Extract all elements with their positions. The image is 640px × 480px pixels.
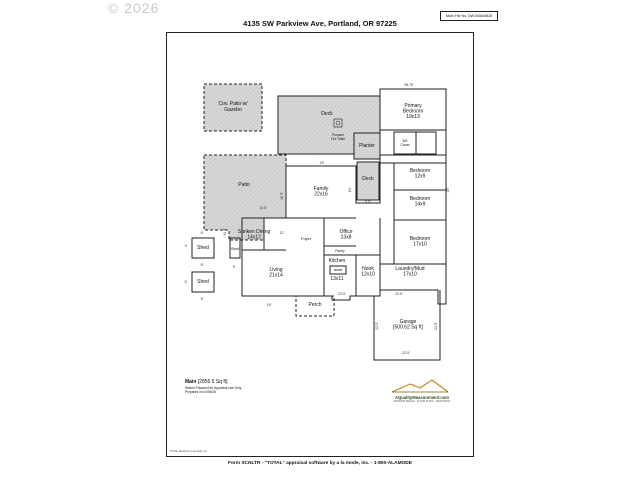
form-footer: Form SCNLTR - "TOTAL" appraisal software… [228, 461, 412, 466]
shed-1-outline [191, 237, 215, 259]
patio-area [203, 154, 287, 241]
house-outline [241, 88, 447, 305]
dim-label: 14.5' [259, 206, 267, 210]
dim-label: 22.5' [338, 292, 346, 296]
sketch-note: Sketch Prepared for Appraisal Use Only P… [185, 386, 241, 394]
dim-label: 6' [185, 280, 188, 284]
area-label: Main [185, 379, 197, 385]
room-label-garage: Garage[500.62 Sq ft] [393, 319, 423, 331]
room-label-shed-2: Shed [197, 279, 209, 285]
dim-label: 23' [320, 161, 325, 165]
room-label-kitchen-size: 13x11 [330, 276, 343, 282]
dim-label: 9' [185, 244, 188, 248]
software-footnote: TOTAL Sketch by a la mode, inc. [170, 450, 208, 453]
room-label-shed-1: Shed [197, 245, 209, 251]
dim-label: 14.5' [223, 228, 227, 236]
primary-bedroom-wall [379, 88, 447, 156]
dim-label: 38.75' [404, 83, 414, 87]
fire-table-icon [333, 118, 343, 128]
dim-label: 6' [201, 297, 204, 301]
sketch-sheet-border [166, 32, 474, 457]
room-label-planter: Planter [359, 143, 375, 149]
area-value: [2856.5 Sq ft] [197, 379, 228, 385]
file-number-box: Main File No. DW100840828 [440, 11, 498, 21]
sketch-note-line: Sketch Prepared for Appraisal Use Only [185, 386, 242, 390]
dim-label: 22.5' [395, 292, 403, 296]
dim-label: 20' [446, 187, 450, 192]
shed-2-outline [191, 271, 215, 293]
dim-label: 22.5' [402, 351, 410, 355]
room-label-covered-patio: Cov. Patio w/Gazebo [218, 101, 248, 113]
logo-tagline: INTERIOR DESIGN · FLOOR PLANS · MEASURIN… [393, 400, 451, 403]
copyright-watermark: © 2026 [108, 0, 160, 16]
area-summary: Main [2856.5 Sq ft] [185, 379, 228, 385]
dim-label: 22.5' [434, 322, 438, 330]
shed-side-outline [229, 237, 241, 259]
property-address-title: 4135 SW Parkview Ave, Portland, OR 97225 [243, 19, 397, 28]
planter-area [353, 132, 381, 160]
room-label-pantry: Pantry [335, 249, 345, 253]
perch-outline [295, 295, 335, 317]
room-label-kitchen: Kitchen [329, 258, 346, 264]
dim-label: 16.5' [280, 192, 284, 200]
bath-wall [415, 131, 437, 155]
dim-label: 5' [233, 265, 236, 269]
room-label-shed-side: Shed [231, 247, 239, 251]
room-label-deck: Deck [321, 111, 333, 117]
dim-label: 19' [267, 303, 272, 307]
logo-graphic-icon [391, 379, 449, 393]
dim-label: 10' [348, 187, 352, 192]
dim-label: 8' [201, 231, 204, 235]
garage-outline [373, 290, 441, 361]
room-label-island: Island [334, 268, 343, 272]
covered-patio-area [203, 83, 263, 132]
room-label-perch: Perch [308, 302, 321, 308]
deck-small-area [356, 161, 380, 201]
room-label-deck-small: Deck [362, 176, 374, 182]
dim-label: 22.5' [375, 322, 379, 330]
island-rect [329, 265, 347, 275]
room-label-patio: Patio [238, 182, 250, 188]
dim-label: 12' [280, 231, 285, 235]
dim-label: 5.5' [365, 200, 371, 204]
dim-label: 8' [201, 263, 204, 267]
logo-name: AQualityMeasurement.com [395, 395, 449, 400]
sketch-note-line: Prepared on 04/06/26 [185, 390, 216, 395]
room-label-foyer: Foyer [301, 236, 312, 241]
